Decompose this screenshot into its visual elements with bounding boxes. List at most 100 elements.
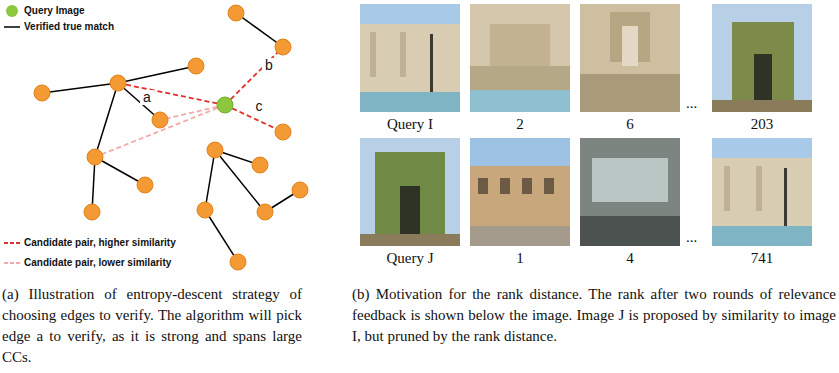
wall [732, 22, 794, 102]
sky [360, 138, 460, 246]
image-node [230, 254, 246, 270]
photo-ruin [360, 138, 460, 246]
facade [580, 4, 680, 112]
match-line [205, 210, 238, 262]
image-node [275, 39, 291, 55]
photo-car [580, 138, 680, 246]
ground [470, 226, 570, 246]
photo-trevi [360, 4, 460, 112]
legend-row: Candidate pair, higher similarity [2, 236, 178, 250]
photo-colosseum [470, 138, 570, 246]
rocks [580, 74, 680, 112]
columns [724, 166, 730, 211]
legend-row: Query Image [2, 4, 87, 18]
rank-number: 741 [712, 249, 812, 267]
wall [375, 152, 445, 236]
image-node [110, 75, 126, 91]
facade [712, 158, 812, 228]
facade [470, 4, 570, 112]
image-node [275, 124, 291, 140]
sky [712, 4, 812, 112]
match-line [95, 83, 118, 157]
image-node [292, 182, 308, 198]
match-line [42, 83, 118, 93]
query-node [217, 97, 233, 113]
door [400, 186, 420, 236]
columns [756, 166, 762, 211]
legend-text: Verified true match [24, 20, 114, 34]
interior [580, 138, 680, 246]
true-match-lines [42, 13, 300, 262]
legend-samples [4, 27, 20, 263]
legend-swatch [6, 5, 18, 17]
legend-text: Candidate pair, lower similarity [24, 256, 171, 270]
ellipsis: ... [686, 230, 708, 245]
columns [400, 32, 406, 77]
sky [712, 138, 812, 246]
legend-text: Query Image [24, 4, 85, 18]
photo-trevi [580, 4, 680, 112]
arena [470, 166, 570, 228]
arches [522, 178, 532, 194]
photo-trevi [712, 138, 812, 246]
sky [470, 138, 570, 246]
legend-row: Verified true match [2, 20, 117, 34]
sky [360, 4, 460, 112]
edge-letter: c [252, 99, 266, 114]
ground [360, 234, 460, 246]
water [470, 90, 570, 112]
dashboard [580, 216, 680, 246]
window [592, 158, 668, 202]
legend-black-line [4, 26, 20, 28]
arches [500, 178, 510, 194]
legend-row: Candidate pair, lower similarity [2, 256, 174, 270]
rank-number: 6 [580, 115, 680, 133]
image-node [207, 142, 223, 158]
candidate-high [118, 83, 225, 105]
query-label: Query I [350, 115, 470, 133]
match-line [95, 157, 145, 185]
image-node [257, 204, 273, 220]
ground [712, 100, 812, 112]
image-node [228, 5, 244, 21]
image-node [137, 177, 153, 193]
photo-trevi [470, 4, 570, 112]
rank-number: 203 [712, 115, 812, 133]
caption-text: (b) Motivation for the rank distance. Th… [352, 284, 836, 347]
edge-letter: b [262, 58, 276, 73]
water [712, 226, 812, 246]
water [360, 92, 460, 112]
image-node [34, 85, 50, 101]
edge-letter: a [140, 90, 154, 105]
image-node [152, 112, 168, 128]
image-node [87, 149, 103, 165]
columns [370, 32, 376, 77]
rank-number: 4 [580, 249, 680, 267]
legend-pink-dash [4, 262, 20, 264]
legend-red-dash [4, 242, 20, 244]
query-label: Query J [350, 249, 470, 267]
facade [360, 24, 460, 94]
candidate-lines [95, 47, 283, 157]
rank-number: 2 [470, 115, 570, 133]
candidate-high [225, 47, 283, 105]
rank-number: 1 [470, 249, 570, 267]
candidate-low [95, 105, 225, 157]
image-node [188, 58, 204, 74]
statue [622, 26, 638, 66]
image-nodes [34, 5, 308, 270]
match-line [205, 150, 215, 210]
legend-text: Candidate pair, higher similarity [24, 236, 176, 250]
ellipsis: ... [686, 96, 708, 111]
match-line [118, 66, 196, 83]
image-node [252, 157, 268, 173]
caption-text: (a) Illustration of entropy-descent stra… [2, 284, 302, 368]
door [754, 54, 772, 102]
rocks [470, 66, 570, 92]
arches [478, 178, 488, 194]
photo-ruin [712, 4, 812, 112]
image-node [84, 204, 100, 220]
match-line [236, 13, 283, 47]
arches [544, 178, 554, 194]
image-node [197, 202, 213, 218]
